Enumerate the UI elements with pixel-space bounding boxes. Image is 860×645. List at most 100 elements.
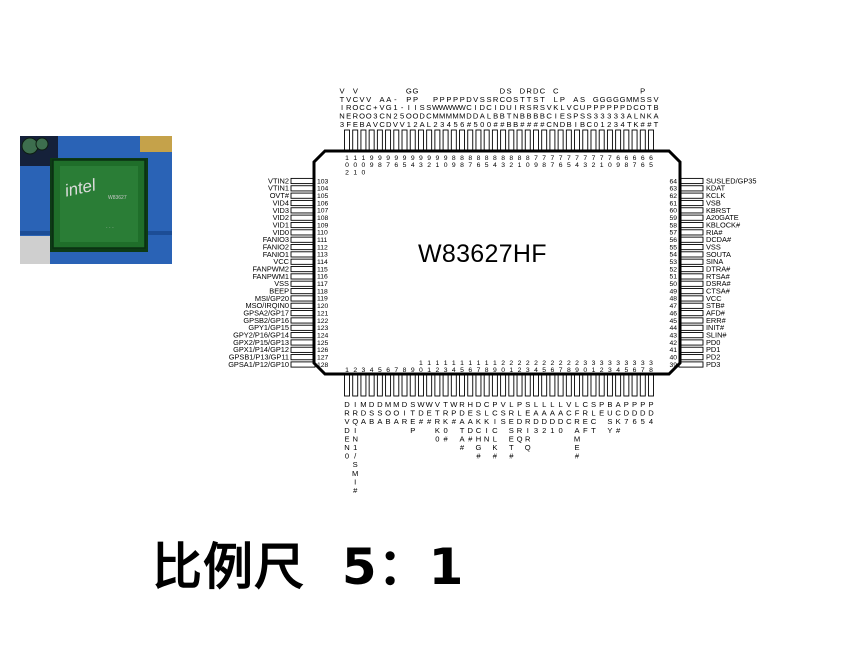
bottom-pin-30: [582, 373, 589, 397]
pin-number: 53: [669, 259, 677, 266]
pin-number: 117: [317, 281, 328, 288]
pin-114: [290, 258, 316, 265]
pin-number: 109: [317, 222, 329, 229]
pin-60: [678, 207, 704, 214]
pin-number: 62: [669, 193, 677, 200]
pin-label: FANIO3: [263, 235, 289, 244]
top-pin-87: [467, 129, 474, 153]
pin-110: [290, 229, 316, 236]
bottom-pin-number: 1: [345, 367, 349, 374]
top-pin-102: [344, 129, 350, 153]
pin-label: DCDA#: [706, 235, 732, 244]
pin-label: KBRST: [706, 206, 731, 215]
pin-label: GPSB2/GP16: [243, 316, 289, 325]
bottom-pin-24: [533, 373, 539, 397]
top-pin-81: [516, 129, 523, 153]
pin-number: 108: [317, 215, 329, 222]
pin-number: 43: [669, 332, 677, 339]
pin-108: [290, 214, 316, 221]
chip-marking-extra: · · ·: [106, 225, 114, 231]
pin-number: 107: [317, 208, 329, 215]
pin-label: VID2: [273, 213, 289, 222]
pin-number: 121: [317, 310, 329, 317]
board-connector: [140, 136, 172, 152]
pin-number: 110: [317, 230, 328, 237]
pin-number: 126: [317, 347, 329, 354]
pin-label: KCLK: [706, 191, 725, 200]
pin-number: 51: [669, 274, 677, 281]
pin-109: [290, 221, 316, 229]
pin-number: 124: [317, 332, 329, 339]
bottom-pin-22: [516, 373, 523, 397]
top-pin-91: [434, 129, 441, 153]
top-pin-101: [352, 129, 359, 153]
bottom-pin-13: [442, 373, 449, 397]
pin-label: SUSLED/GP35: [706, 176, 757, 185]
bottom-pin-33: [606, 373, 613, 397]
pin-53: [678, 258, 704, 265]
pin-label: SINA: [706, 257, 723, 266]
chip-outline: [312, 149, 682, 376]
pin-label: RTSA#: [706, 272, 731, 281]
pin-121: [290, 310, 316, 317]
pin-number: 42: [669, 340, 677, 347]
pin-label: VTIN2: [268, 176, 289, 185]
bottom-pin-6: [385, 373, 392, 397]
pin-49: [678, 288, 704, 295]
pin-115: [290, 266, 316, 273]
pin-label: VSS: [274, 279, 289, 288]
pin-number: 44: [669, 325, 677, 332]
pin-number: 60: [669, 208, 677, 215]
pin-125: [290, 339, 316, 346]
top-pin-73: [582, 129, 589, 153]
pin-123: [290, 324, 316, 331]
pin-number: 64: [669, 178, 677, 185]
pin-label: GPSA1/P12/GP10: [228, 360, 289, 369]
pin-119: [290, 295, 316, 302]
pin-number: 55: [669, 244, 677, 251]
top-pin-84: [491, 129, 498, 153]
pin-58: [678, 221, 704, 229]
top-pin-83: [500, 129, 507, 153]
